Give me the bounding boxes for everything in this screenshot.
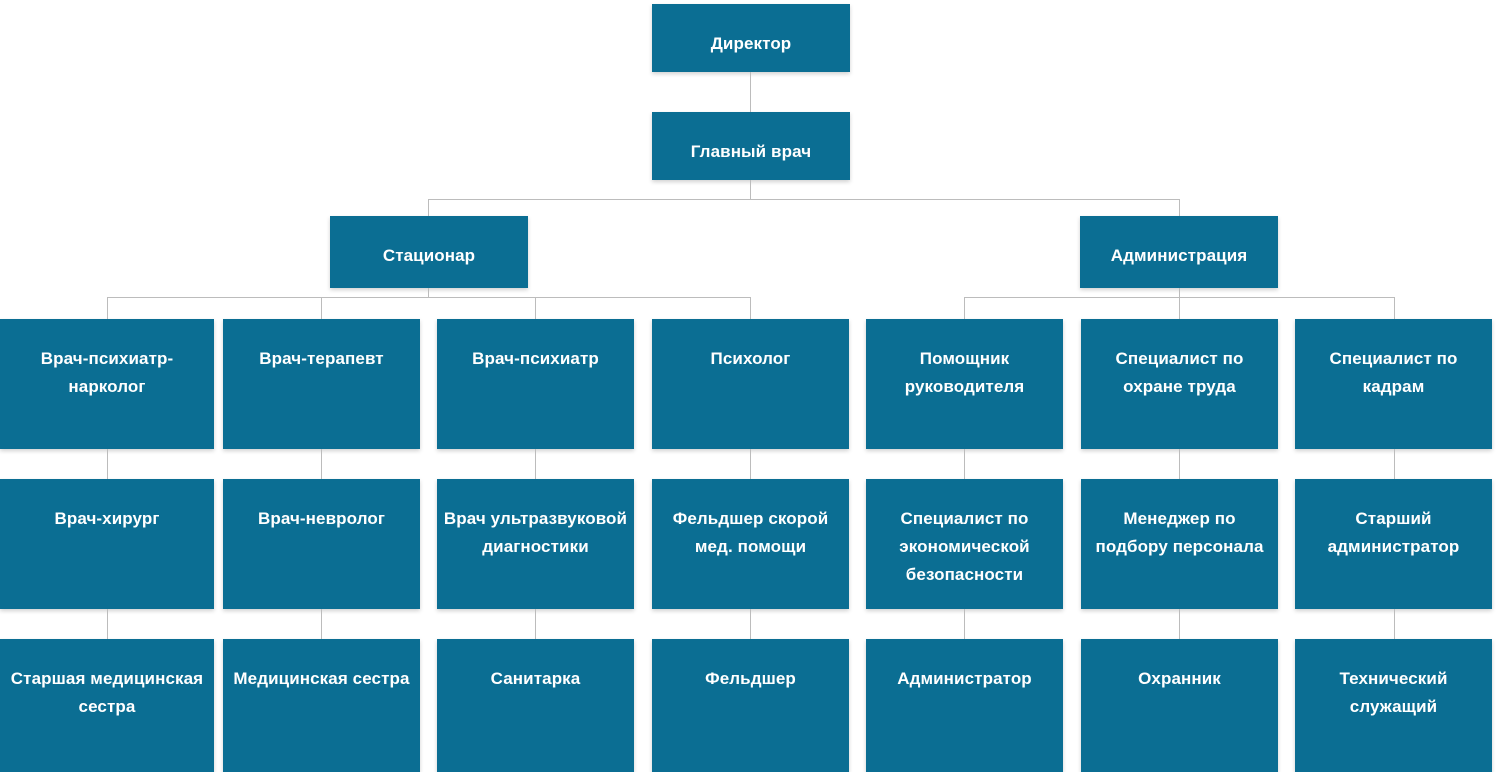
node-senior-administrator[interactable]: Старший администратор (1295, 479, 1492, 609)
connector-inpatient-drop (428, 288, 429, 297)
connector-psychiatrist-to-ultrasound-doctor (535, 449, 536, 479)
connector-administration-drop (1179, 288, 1180, 297)
node-label-psychiatrist: Врач-психиатр (472, 349, 599, 368)
connector-bus-to-labor-safety-specialist (1179, 297, 1180, 319)
node-neurologist[interactable]: Врач-невролог (223, 479, 420, 609)
connector-therapist-to-neurologist (321, 449, 322, 479)
node-label-technical-worker: Технический служащий (1339, 669, 1448, 716)
node-label-nurse: Медицинская сестра (233, 669, 410, 688)
connector-assistant-manager-to-economic-security-specialist (964, 449, 965, 479)
node-hr-specialist[interactable]: Специалист по кадрам (1295, 319, 1492, 449)
node-label-hr-specialist: Специалист по кадрам (1329, 349, 1458, 396)
node-psychiatrist[interactable]: Врач-психиатр (437, 319, 634, 449)
node-label-director: Директор (710, 34, 792, 53)
connector-bus-to-inpatient (428, 199, 429, 216)
connector-paramedic-emergency-to-paramedic (750, 609, 751, 639)
node-director[interactable]: Директор (652, 4, 850, 72)
node-label-ultrasound-doctor: Врач ультразвуковой диагностики (443, 509, 628, 556)
connector-neurologist-to-nurse (321, 609, 322, 639)
node-psychologist[interactable]: Психолог (652, 319, 849, 449)
connector-director-to-chief-doctor (750, 72, 751, 112)
node-surgeon[interactable]: Врач-хирург (0, 479, 214, 609)
node-label-inpatient: Стационар (382, 246, 476, 265)
connector-surgeon-to-head-nurse (107, 609, 108, 639)
node-label-recruitment-manager: Менеджер по подбору персонала (1095, 509, 1264, 556)
connector-economic-security-specialist-to-administrator (964, 609, 965, 639)
connector-psychiatrist-narcologist-to-surgeon (107, 449, 108, 479)
node-chief-doctor[interactable]: Главный врач (652, 112, 850, 180)
node-assistant-manager[interactable]: Помощник руководителя (866, 319, 1063, 449)
connector-inpatient-bus (107, 297, 751, 298)
node-labor-safety-specialist[interactable]: Специалист по охране труда (1081, 319, 1278, 449)
node-inpatient[interactable]: Стационар (330, 216, 528, 288)
connector-ultrasound-doctor-to-orderly (535, 609, 536, 639)
connector-senior-administrator-to-technical-worker (1394, 609, 1395, 639)
node-economic-security-specialist[interactable]: Специалист по экономической безопасности (866, 479, 1063, 609)
node-label-paramedic-emergency: Фельдшер скорой мед. помощи (672, 509, 829, 556)
node-label-security-guard: Охранник (1138, 669, 1221, 688)
node-label-economic-security-specialist: Специалист по экономической безопасности (899, 509, 1030, 584)
node-technical-worker[interactable]: Технический служащий (1295, 639, 1492, 772)
node-label-surgeon: Врач-хирург (54, 509, 160, 528)
node-paramedic-emergency[interactable]: Фельдшер скорой мед. помощи (652, 479, 849, 609)
connector-hr-specialist-to-senior-administrator (1394, 449, 1395, 479)
node-security-guard[interactable]: Охранник (1081, 639, 1278, 772)
node-orderly[interactable]: Санитарка (437, 639, 634, 772)
node-label-administrator: Администратор (897, 669, 1032, 688)
node-therapist[interactable]: Врач-терапевт (223, 319, 420, 449)
node-label-administration: Администрация (1110, 246, 1248, 265)
connector-bus-to-therapist (321, 297, 322, 319)
connector-recruitment-manager-to-security-guard (1179, 609, 1180, 639)
node-label-orderly: Санитарка (490, 669, 581, 688)
connector-bus-to-hr-specialist (1394, 297, 1395, 319)
node-ultrasound-doctor[interactable]: Врач ультразвуковой диагностики (437, 479, 634, 609)
node-label-assistant-manager: Помощник руководителя (904, 349, 1025, 396)
node-recruitment-manager[interactable]: Менеджер по подбору персонала (1081, 479, 1278, 609)
node-label-labor-safety-specialist: Специалист по охране труда (1115, 349, 1244, 396)
node-administration[interactable]: Администрация (1080, 216, 1278, 288)
node-label-therapist: Врач-терапевт (259, 349, 384, 368)
node-label-psychologist: Психолог (710, 349, 791, 368)
connector-bus-to-psychiatrist-narcologist (107, 297, 108, 319)
connector-bus-to-administration (1179, 199, 1180, 216)
connector-level3-bus (428, 199, 1179, 200)
connector-chief-doctor-drop (750, 180, 751, 199)
node-paramedic[interactable]: Фельдшер (652, 639, 849, 772)
node-nurse[interactable]: Медицинская сестра (223, 639, 420, 772)
node-label-chief-doctor: Главный врач (690, 142, 812, 161)
node-label-neurologist: Врач-невролог (257, 509, 386, 528)
node-psychiatrist-narcologist[interactable]: Врач-психиатр-нарколог (0, 319, 214, 449)
connector-bus-to-assistant-manager (964, 297, 965, 319)
connector-psychologist-to-paramedic-emergency (750, 449, 751, 479)
node-label-psychiatrist-narcologist: Врач-психиатр-нарколог (40, 349, 174, 396)
node-head-nurse[interactable]: Старшая медицинская сестра (0, 639, 214, 772)
node-label-head-nurse: Старшая медицинская сестра (10, 669, 204, 716)
node-administrator[interactable]: Администратор (866, 639, 1063, 772)
node-label-paramedic: Фельдшер (705, 669, 796, 688)
connector-bus-to-psychologist (750, 297, 751, 319)
connector-labor-safety-specialist-to-recruitment-manager (1179, 449, 1180, 479)
connector-bus-to-psychiatrist (535, 297, 536, 319)
node-label-senior-administrator: Старший администратор (1327, 509, 1460, 556)
